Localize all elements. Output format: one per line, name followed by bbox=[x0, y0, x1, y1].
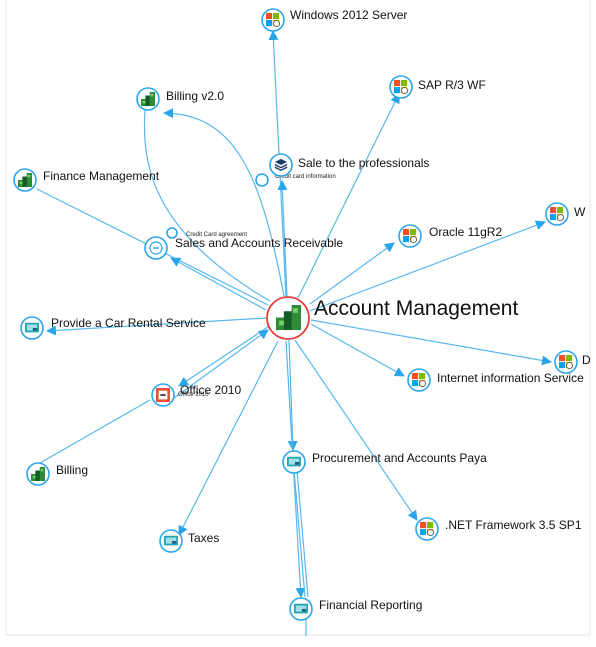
edge-d-right[interactable] bbox=[310, 319, 552, 366]
screen-icon bbox=[25, 322, 39, 333]
edge-salesar[interactable] bbox=[170, 257, 267, 311]
node-label: Provide a Car Rental Service bbox=[51, 316, 206, 330]
node-label: Internet information Service bbox=[437, 371, 584, 385]
edge-oracle[interactable] bbox=[309, 242, 395, 305]
node-sapr3[interactable]: SAP R/3 WF bbox=[389, 75, 486, 99]
edge-billing[interactable] bbox=[39, 399, 151, 464]
edge-netfw[interactable] bbox=[294, 339, 418, 521]
edge-sapr3[interactable] bbox=[295, 93, 400, 303]
node-label: Billing bbox=[56, 463, 88, 477]
node-d_right[interactable]: D bbox=[554, 350, 591, 374]
node-label: Financial Reporting bbox=[319, 598, 422, 612]
node-label: .NET Framework 3.5 SP1 bbox=[445, 518, 582, 532]
node-procurement[interactable]: Procurement and Accounts Paya bbox=[282, 450, 487, 474]
node-label: D bbox=[582, 353, 591, 367]
edge-labels: Credit card information Credit Card agre… bbox=[166, 173, 336, 398]
office-app-icon bbox=[156, 388, 170, 402]
edge-center-billingv2-back[interactable] bbox=[143, 109, 271, 302]
node-label: Sale to the professionals bbox=[298, 156, 429, 170]
node-financemgmt[interactable]: Finance Management bbox=[13, 168, 160, 192]
edge-office-back[interactable] bbox=[173, 329, 269, 399]
node-label: Finance Management bbox=[43, 169, 160, 183]
node-w_right[interactable]: W bbox=[545, 202, 586, 226]
node-billing[interactable]: Billing bbox=[26, 462, 88, 486]
node-billingv2[interactable]: Billing v2.0 bbox=[136, 87, 224, 111]
node-label: Windows 2012 Server bbox=[290, 8, 407, 22]
edge-billingv2[interactable] bbox=[163, 108, 285, 297]
node-label: Sales and Accounts Receivable bbox=[175, 236, 343, 250]
node-professionals[interactable]: Sale to the professionals bbox=[269, 153, 429, 177]
node-netfw[interactable]: .NET Framework 3.5 SP1 bbox=[415, 517, 582, 541]
edge-procurement-finreport[interactable] bbox=[293, 469, 306, 598]
node-label: Office 2010 bbox=[180, 383, 241, 397]
edge-w-right[interactable] bbox=[309, 220, 546, 312]
edge-connector-dot[interactable] bbox=[255, 173, 269, 187]
node-label: SAP R/3 WF bbox=[418, 78, 486, 92]
node-taxes[interactable]: Taxes bbox=[159, 529, 219, 553]
edge-taxes[interactable] bbox=[178, 340, 279, 536]
node-office[interactable]: Office 2010 bbox=[151, 383, 241, 407]
edge-label-credit-card-information: Credit card information bbox=[275, 174, 336, 180]
node-oracle[interactable]: Oracle 11gR2 bbox=[398, 224, 502, 248]
edge-label-office: Office 2010 bbox=[178, 392, 209, 398]
node-carrental[interactable]: Provide a Car Rental Service bbox=[20, 316, 206, 340]
screen-icon bbox=[287, 456, 301, 467]
edge-carrental[interactable] bbox=[46, 317, 267, 336]
node-finreport[interactable]: Financial Reporting bbox=[289, 597, 422, 621]
node-label: Billing v2.0 bbox=[166, 89, 224, 103]
node-iis[interactable]: Internet information Service bbox=[407, 368, 584, 392]
node-label: Taxes bbox=[188, 531, 219, 545]
node-label: Procurement and Accounts Paya bbox=[312, 451, 487, 465]
center-node-label: Account Management bbox=[314, 297, 518, 320]
node-salesar[interactable]: Sales and Accounts Receivable bbox=[144, 236, 343, 260]
screen-icon bbox=[164, 535, 178, 546]
screen-icon bbox=[294, 603, 308, 614]
edges bbox=[36, 30, 552, 636]
edge-connector-dot[interactable] bbox=[166, 227, 178, 239]
edge-professionals[interactable] bbox=[277, 180, 288, 297]
edge-iis[interactable] bbox=[310, 323, 405, 377]
node-center[interactable]: Account Management bbox=[266, 296, 518, 340]
edge-office[interactable] bbox=[178, 326, 269, 387]
node-label: Oracle 11gR2 bbox=[429, 225, 502, 239]
node-windows2012[interactable]: Windows 2012 Server bbox=[261, 8, 407, 32]
node-label: W bbox=[574, 205, 586, 219]
edge-procurement-finreport-2[interactable] bbox=[296, 469, 309, 598]
edge-procurement[interactable] bbox=[287, 339, 298, 451]
edge-label-credit-card-agreement: Credit Card agreement bbox=[186, 232, 247, 238]
